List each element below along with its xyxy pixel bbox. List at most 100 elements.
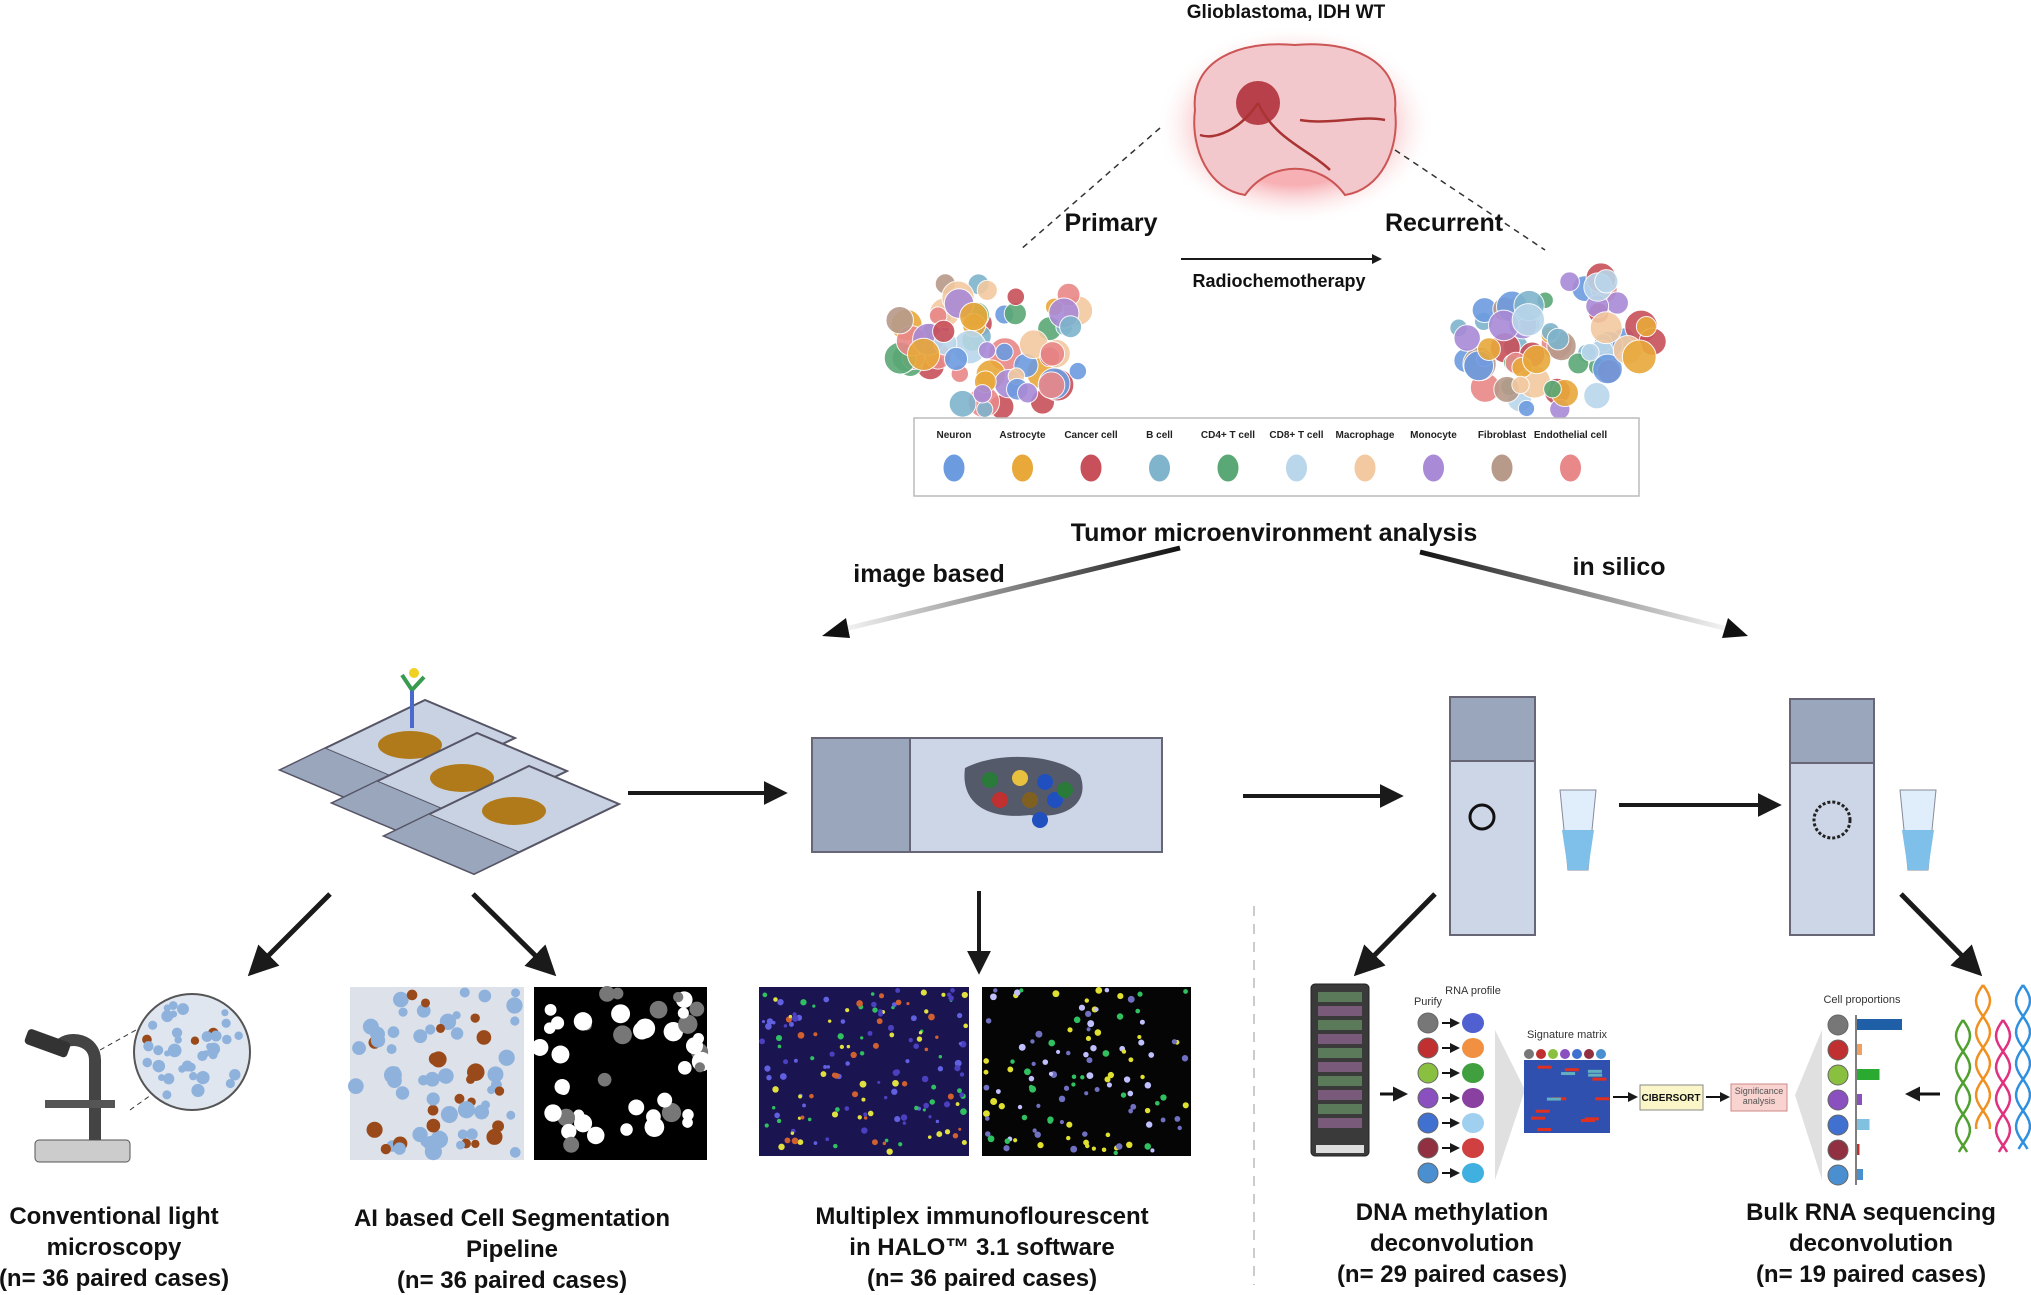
cell-dot [833,1072,840,1079]
cell-icon [977,341,997,360]
rna-profile-icon [1462,1013,1484,1033]
legend-cell-icon [942,453,966,483]
cell-dot [959,1072,965,1077]
cell-dot [766,1018,774,1025]
cell-dot [1048,1039,1056,1047]
cell-dot [1130,1103,1137,1110]
legend-label: CD4+ T cell [1201,430,1255,441]
cell-dot [1066,1121,1073,1128]
cell-dot [544,1104,562,1122]
cell-dot [494,1086,505,1096]
cell-dot [1073,1016,1081,1024]
cell-dot [498,1049,515,1066]
cell-dot [1086,1057,1093,1064]
cell-dot [797,1139,804,1146]
cell-dot [859,1080,867,1088]
cell-dot [1127,995,1135,1003]
cell-dot [661,1102,682,1123]
rna-profile-icon [1462,1163,1484,1183]
cell-icon [1594,269,1619,294]
cell-dot [1171,1039,1177,1045]
cell-dot [900,1114,908,1121]
cell-dot [764,1065,771,1072]
cell-dot [347,1078,364,1094]
legend-cell-icon [1490,453,1514,483]
cell-dot [812,1004,816,1008]
cell-dot [1104,1076,1111,1083]
cell-dot [1085,1010,1092,1017]
legend-cell-icon [1011,453,1034,483]
cell-icon [1453,324,1481,352]
cell-dot [902,1121,907,1125]
heatmap-cell [1588,1073,1603,1077]
cell-dot [1066,1135,1071,1141]
cell-dot [761,1020,766,1024]
rna-strand [1994,1019,2012,1153]
cell-dot [420,998,431,1008]
cell-dot [190,1036,200,1045]
cell-icon [1059,315,1083,339]
cell-icon [1827,1114,1849,1136]
treatment-label: Radiochemotherapy [1192,271,1365,291]
cell-icon [1037,371,1066,400]
cell-dot [1084,1091,1089,1096]
cell-dot [478,989,492,1003]
heatmap-cell [1535,1109,1550,1113]
cell-dot [1048,1071,1054,1077]
cell-dot [1138,1039,1145,1046]
cell-dot [908,1037,913,1043]
rna-strand [2014,984,2031,1150]
proportion-bar [1857,1144,1860,1155]
rna-strand [1994,1019,2012,1153]
cell-dot [393,1142,406,1155]
cell-dot [984,1131,991,1137]
method-caption-n: (n= 19 paired cases) [1756,1261,1986,1288]
cell-dot [425,1024,436,1035]
heatmap-cell [1537,1065,1552,1069]
cell-dot [229,1068,241,1081]
cell-dot [839,1044,845,1049]
cell-dot [1065,1050,1071,1056]
cell-dot [845,1008,850,1013]
cell-dot [459,987,470,998]
cell-dot [177,1003,189,1015]
methylation-array-icon [1310,983,1370,1157]
cell-icon [1543,379,1562,399]
cell-icon [976,400,994,418]
cell-dot [1150,1148,1155,1153]
cell-dot [163,1073,175,1085]
cell-dot [825,1137,830,1142]
cell-dot [511,988,521,998]
cell-dot [958,1041,962,1046]
cell-icon [1827,1139,1849,1161]
cell-dot [426,1092,440,1106]
cell-icon [1596,1049,1606,1059]
marker-dot [1022,792,1038,808]
cell-icon [1039,341,1066,367]
cell-dot [810,1056,815,1061]
cell-dot [685,1037,703,1055]
cell-dot [777,998,784,1006]
cell-dot [649,1000,668,1019]
cell-icon [972,384,993,404]
cell-dot [386,1044,397,1055]
funnel-shape [1795,1030,1822,1180]
cell-dot [1028,1084,1034,1090]
cell-dot [1182,1102,1189,1109]
cell-icon [1517,399,1536,418]
cell-dot [509,1147,521,1158]
legend-label: Endothelial cell [1534,430,1608,441]
cell-dot [850,1051,857,1059]
legend-label: Monocyte [1410,430,1457,441]
cell-dot [1086,1027,1091,1032]
tissue-section [482,797,546,825]
array-row [1318,1118,1362,1128]
cell-dot [677,1060,692,1075]
cell-dot [1128,1057,1134,1063]
cell-dot [1080,1075,1085,1080]
cell-dot [773,997,778,1002]
cell-dot [791,1015,799,1022]
cell-dot [1003,1145,1010,1152]
cell-dot [921,1075,929,1083]
cell-dot [1071,1074,1077,1080]
